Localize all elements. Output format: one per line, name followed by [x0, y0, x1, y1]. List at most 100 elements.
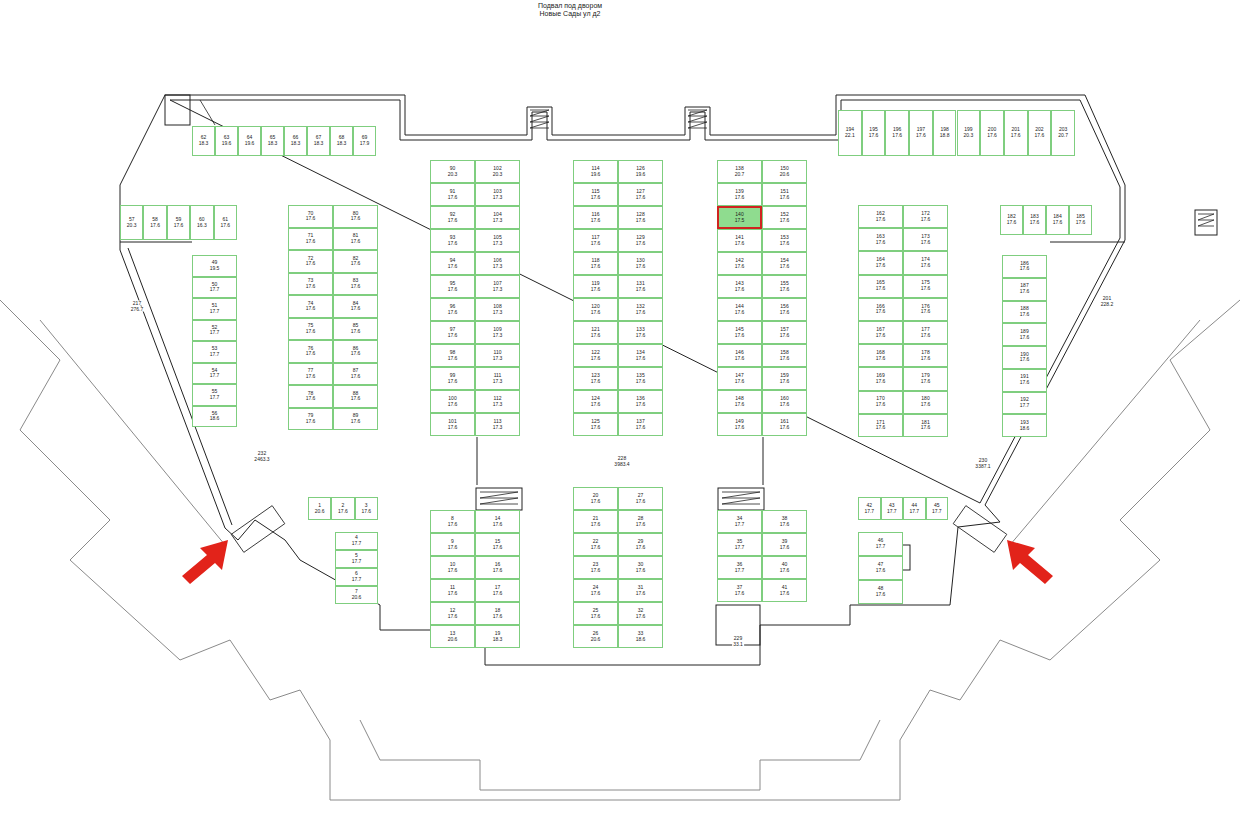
parking-space: 14017.5	[717, 206, 762, 229]
parking-space: 14117.6	[717, 229, 762, 252]
parking-space: 15817.6	[762, 344, 807, 367]
space-area: 20.3	[448, 172, 458, 178]
space-area: 17.3	[493, 287, 503, 293]
space-area: 18.8	[940, 133, 950, 139]
plan-title: Подвал под двором Новые Сады ул д2	[536, 2, 604, 19]
parking-space: 10417.3	[475, 206, 520, 229]
parking-space: 5017.7	[192, 277, 237, 299]
space-area: 20.6	[448, 637, 458, 643]
parking-space: 7717.6	[288, 363, 333, 386]
space-area: 17.3	[493, 241, 503, 247]
area-label: 228.2	[1100, 302, 1115, 307]
space-area: 17.6	[591, 425, 601, 431]
space-area: 17.6	[780, 545, 790, 551]
parking-space: 10817.3	[475, 298, 520, 321]
area-label: 229	[733, 636, 743, 641]
parking-space: 19717.6	[909, 110, 933, 156]
space-area: 17.6	[174, 223, 184, 229]
parking-space: 4517.7	[926, 497, 949, 520]
parking-space: 1217.6	[430, 602, 475, 625]
parking-space: 1717.6	[475, 579, 520, 602]
space-area: 17.6	[448, 218, 458, 224]
space-area: 17.6	[591, 614, 601, 620]
space-area: 17.3	[493, 379, 503, 385]
parking-space: 9417.6	[430, 252, 475, 275]
parking-space: 20117.6	[1004, 110, 1028, 156]
parking-space: 4617.7	[858, 532, 903, 556]
area-label: 232	[257, 451, 267, 456]
parking-space: 8717.6	[333, 363, 378, 386]
parking-space: 10220.3	[475, 160, 520, 183]
space-area: 17.6	[876, 402, 886, 408]
parking-space: 2317.6	[573, 556, 618, 579]
space-area: 20.6	[352, 595, 362, 601]
space-area: 17.6	[735, 287, 745, 293]
parking-space: 15517.6	[762, 275, 807, 298]
parking-space: 19422.1	[838, 110, 862, 156]
parking-space: 3217.6	[618, 602, 663, 625]
parking-space: 10917.3	[475, 321, 520, 344]
parking-space: 17517.6	[903, 275, 948, 298]
parking-space: 3117.6	[618, 579, 663, 602]
parking-space: 4017.6	[762, 556, 807, 579]
space-area: 17.6	[636, 379, 646, 385]
space-area: 17.7	[210, 352, 220, 358]
parking-space: 4117.6	[762, 579, 807, 602]
parking-space: 17317.6	[903, 228, 948, 251]
space-area: 17.6	[591, 568, 601, 574]
space-area: 17.6	[306, 284, 316, 290]
space-area: 17.6	[448, 425, 458, 431]
space-area: 17.6	[1020, 357, 1030, 363]
space-area: 17.6	[351, 261, 361, 267]
parking-space: 11817.6	[573, 252, 618, 275]
parking-space: 5817.6	[143, 205, 166, 240]
space-area: 17.6	[780, 356, 790, 362]
space-area: 17.6	[448, 591, 458, 597]
space-area: 17.6	[780, 195, 790, 201]
space-area: 17.6	[1020, 312, 1030, 318]
parking-space: 13417.6	[618, 344, 663, 367]
parking-space: 14517.6	[717, 321, 762, 344]
space-area: 17.6	[493, 614, 503, 620]
space-area: 17.6	[591, 287, 601, 293]
parking-space: 6818.3	[330, 126, 353, 156]
parking-space: 12517.6	[573, 413, 618, 436]
area-label: 228	[617, 456, 627, 461]
space-area: 17.6	[1007, 220, 1017, 226]
parking-space: 13820.7	[717, 160, 762, 183]
space-area: 17.6	[869, 133, 879, 139]
space-area: 17.6	[448, 264, 458, 270]
parking-space: 2717.6	[618, 487, 663, 510]
space-area: 17.6	[876, 592, 886, 598]
parking-space: 5720.3	[120, 205, 143, 240]
parking-space: 2417.6	[573, 579, 618, 602]
space-area: 17.6	[876, 356, 886, 362]
space-area: 17.6	[448, 310, 458, 316]
space-area: 17.6	[921, 333, 931, 339]
parking-space: 19217.7	[1002, 392, 1047, 415]
space-area: 17.6	[1076, 220, 1086, 226]
space-area: 20.3	[493, 172, 503, 178]
parking-space: 7117.6	[288, 228, 333, 251]
space-area: 17.6	[1020, 380, 1030, 386]
space-area: 17.6	[306, 306, 316, 312]
parking-space: 18117.6	[903, 414, 948, 437]
parking-space: 720.6	[335, 586, 378, 604]
area-label: 3387.1	[974, 464, 991, 469]
parking-space: 19818.8	[933, 110, 957, 156]
parking-space: 15917.6	[762, 367, 807, 390]
area-label: 3983.4	[613, 462, 630, 467]
parking-space: 12317.6	[573, 367, 618, 390]
parking-space: 13117.6	[618, 275, 663, 298]
parking-space: 19117.6	[1002, 369, 1047, 392]
parking-space: 11517.6	[573, 183, 618, 206]
space-area: 17.6	[351, 351, 361, 357]
parking-space: 11917.6	[573, 275, 618, 298]
space-area: 17.6	[876, 379, 886, 385]
parking-space: 7917.6	[288, 408, 333, 431]
space-area: 17.6	[493, 591, 503, 597]
space-area: 17.6	[636, 402, 646, 408]
space-area: 18.6	[1020, 426, 1030, 432]
space-area: 17.6	[636, 499, 646, 505]
parking-space: 17817.6	[903, 344, 948, 367]
